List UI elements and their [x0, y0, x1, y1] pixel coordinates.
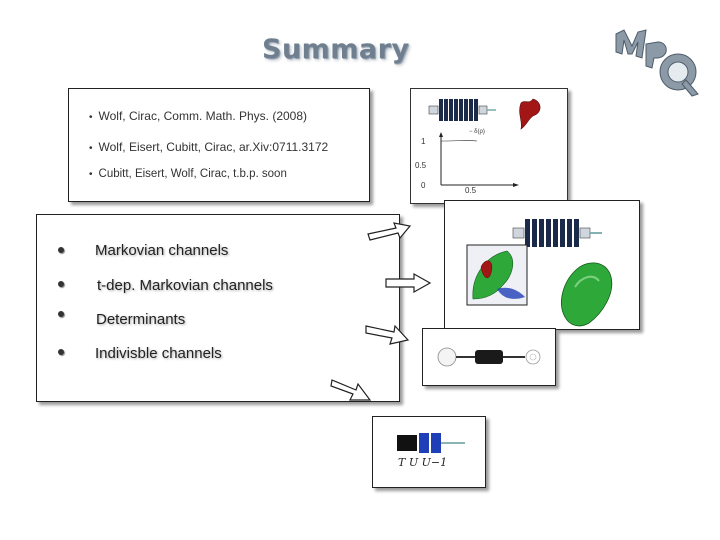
reference-item: •Wolf, Eisert, Cubitt, Cirac, ar.Xiv:071…	[89, 140, 329, 154]
arrow-icon	[367, 222, 412, 241]
topic-item: Markovian channels	[95, 242, 229, 259]
device-icon	[512, 219, 602, 247]
device-icon	[428, 99, 496, 121]
bullet-icon: •	[89, 169, 93, 180]
x-tick-label: 0.5	[465, 186, 477, 195]
bullet-icon	[58, 349, 64, 355]
bullet-icon: •	[89, 143, 93, 154]
green-blob-figure-box	[444, 200, 640, 330]
arrow-icon	[365, 324, 410, 345]
channel-figure-box: − δ(ρ) 1 0.5 0 0.5	[410, 88, 568, 204]
y-tick-label: 0.5	[415, 161, 427, 170]
curve-label: − δ(ρ)	[469, 129, 485, 135]
bullet-icon	[58, 281, 64, 287]
topic-item: Indivisble channels	[95, 345, 222, 362]
unitary-figure-box	[372, 416, 486, 488]
inset-figure	[466, 244, 528, 306]
qubit-figure	[437, 347, 541, 367]
mpq-logo	[615, 29, 699, 97]
mini-plot	[439, 132, 519, 187]
references-box: •Wolf, Cirac, Comm. Math. Phys. (2008) •…	[68, 88, 370, 202]
y-tick-label: 0	[421, 181, 426, 190]
y-tick-label: 1	[421, 137, 426, 146]
bullet-icon: •	[89, 112, 93, 123]
arrow-icon	[330, 379, 372, 401]
unitary-label: T U U−1	[398, 456, 448, 469]
topic-item: t-dep. Markovian channels	[97, 277, 273, 294]
bullet-icon	[58, 311, 64, 317]
topics-box: Markovian channels t-dep. Markovian chan…	[36, 214, 400, 402]
red-blob-figure	[519, 98, 541, 130]
topic-item: Determinants	[96, 311, 186, 328]
reference-item: •Wolf, Cirac, Comm. Math. Phys. (2008)	[89, 109, 308, 123]
bullet-icon	[58, 247, 64, 253]
green-blob	[561, 262, 613, 327]
reference-item: •Cubitt, Eisert, Wolf, Cirac, t.b.p. soo…	[89, 168, 287, 180]
arrow-icon	[385, 272, 432, 294]
slide-title: Summary	[262, 34, 410, 65]
unitary-figure	[397, 433, 465, 453]
qubit-figure-box	[422, 328, 556, 386]
